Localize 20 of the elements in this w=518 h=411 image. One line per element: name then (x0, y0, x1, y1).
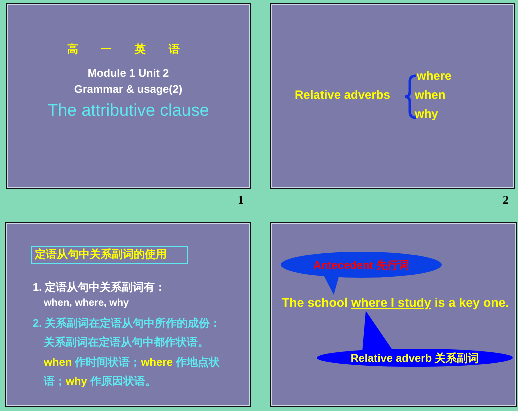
slide-text: Relative adverbs (295, 88, 390, 102)
slide-text: 1. 定语从句中关系副词有： (33, 280, 166, 295)
slide-text: The attributive clause (46, 101, 210, 121)
slide-text: when 作时间状语；where 作地点状语；why 作原因状语。 (44, 356, 222, 390)
slide-text: when, where, why (44, 298, 130, 309)
slide-text: where (417, 69, 452, 83)
heading-box: 定语从句中关系副词的使用 (31, 246, 188, 264)
slide-panel (270, 3, 515, 189)
page-number: 1 (238, 193, 244, 208)
slide-title: 高 一 英 语 (66, 42, 191, 57)
slide-text: Module 1 Unit 2 (86, 68, 170, 80)
slide-text: 2. 关系副词在定语从句中所作的成份： (33, 316, 222, 331)
slide-text: Grammar & usage(2) (73, 84, 184, 96)
slide-text: 关系副词在定语从句中都作状语。 (44, 336, 209, 350)
slide-panel (5, 222, 251, 407)
slide-panel (6, 3, 251, 189)
slide-text: when (415, 88, 446, 102)
slide-panel (270, 222, 517, 407)
slide-text: why (415, 107, 438, 121)
page-number: 2 (503, 193, 509, 208)
